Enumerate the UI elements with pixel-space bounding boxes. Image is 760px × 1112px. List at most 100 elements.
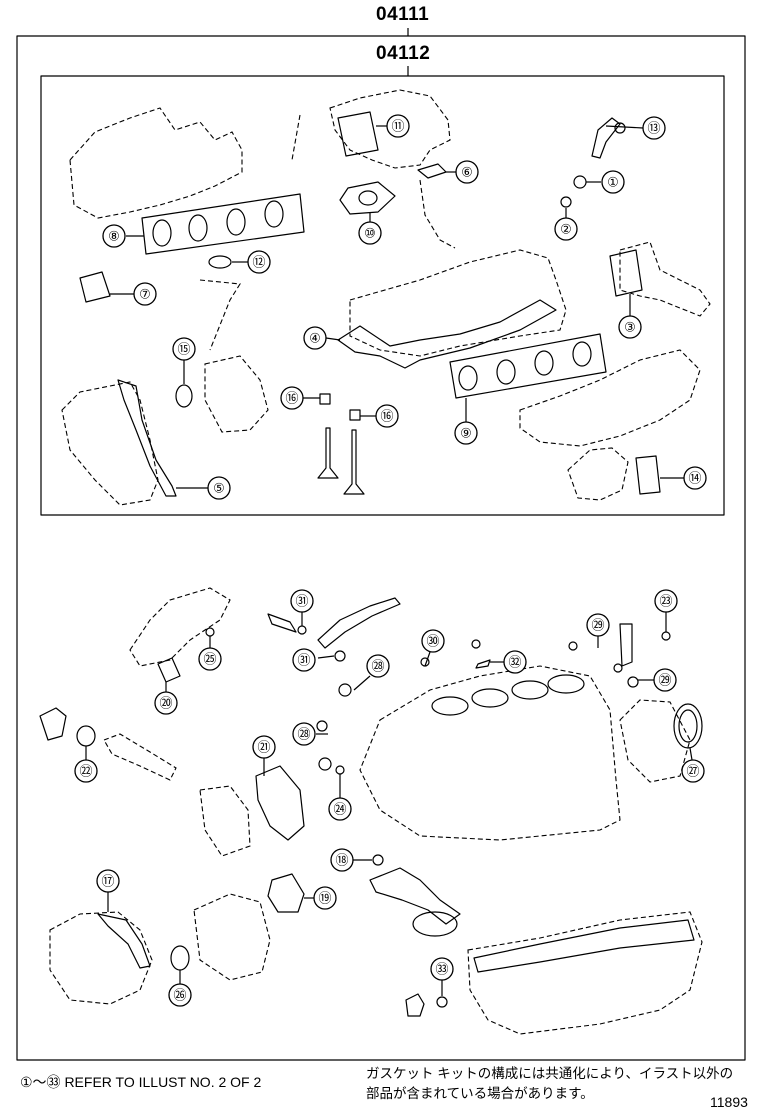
callout-26: ㉖ — [168, 983, 192, 1007]
housing-21-drawing — [199, 785, 251, 857]
callout-25: ㉕ — [198, 647, 222, 671]
callout-28a-label: ㉘ — [371, 659, 384, 674]
callout-10: ⑩ — [358, 221, 382, 245]
callout-23: ㉓ — [654, 589, 678, 613]
outer-kit-frame — [16, 35, 746, 1061]
valve-right-drawing — [343, 429, 365, 495]
callout-28b: ㉘ — [292, 722, 316, 746]
callout-10-label: ⑩ — [364, 226, 376, 241]
callout-25-label: ㉕ — [203, 652, 216, 667]
callout-22: ㉒ — [74, 759, 98, 783]
intake-manifold-drawing — [69, 107, 243, 219]
callout-31b: ㉛ — [292, 648, 316, 672]
callout-1-label: ① — [607, 175, 619, 190]
seal-26-drawing — [170, 945, 190, 971]
lower-timing-cover-drawing — [49, 911, 153, 1005]
turbo-gasket-drawing — [337, 111, 379, 157]
coolant-pipe-drawing — [199, 279, 241, 351]
water-inlet-housing-drawing — [129, 587, 231, 667]
turbo-inlet-line — [291, 114, 301, 161]
head-cover-gasket-drawing — [337, 299, 557, 369]
valve-seal-left-drawing — [319, 393, 331, 405]
water-pump-drawing — [567, 447, 629, 501]
callout-16a-label: ⑯ — [285, 391, 298, 406]
callout-21-label: ㉑ — [257, 740, 270, 755]
callout-31a-label: ㉛ — [295, 594, 308, 609]
callout-9-label: ⑨ — [460, 426, 472, 441]
callout-21: ㉑ — [252, 735, 276, 759]
callout-19-label: ⑲ — [318, 891, 331, 906]
callout-16a: ⑯ — [280, 386, 304, 410]
callout-1: ① — [601, 170, 625, 194]
dipstick-guide-drawing — [317, 597, 401, 649]
seal-22-drawing — [76, 725, 96, 747]
manifold-gasket-right-drawing — [449, 333, 607, 399]
cylinder-head-drawing — [349, 249, 567, 357]
callout-15-label: ⑮ — [177, 342, 190, 357]
manifold-gasket-left-drawing — [141, 193, 305, 255]
callout-17-label: ⑰ — [101, 874, 114, 889]
water-pipe-drawing — [103, 733, 177, 781]
callout-29b-label: ㉙ — [658, 673, 671, 688]
callout-7-label: ⑦ — [139, 287, 151, 302]
callout-30: ㉚ — [421, 629, 445, 653]
inner-kit-code: 04112 — [376, 43, 431, 64]
callout-9: ⑨ — [454, 421, 478, 445]
callout-30-label: ㉚ — [426, 634, 439, 649]
callout-23-label: ㉓ — [659, 594, 672, 609]
gasket-18-drawing — [372, 854, 384, 866]
plug-2-drawing — [560, 196, 572, 208]
callout-3: ③ — [618, 315, 642, 339]
callout-18: ⑱ — [330, 848, 354, 872]
oil-seal-15-drawing — [175, 384, 193, 408]
callout-32-label: ㉜ — [508, 655, 521, 670]
rear-oil-seal-drawing — [673, 703, 703, 749]
callout-29a-label: ㉙ — [591, 618, 604, 633]
callout-7: ⑦ — [133, 282, 157, 306]
callout-28a: ㉘ — [366, 654, 390, 678]
plug-1-drawing — [573, 175, 587, 189]
water-pump-gasket-drawing — [635, 455, 661, 495]
callout-2: ② — [554, 217, 578, 241]
callout-29a: ㉙ — [586, 613, 610, 637]
callout-4-label: ④ — [309, 331, 321, 346]
callout-31a: ㉛ — [290, 589, 314, 613]
small-cover-drawing — [204, 355, 269, 433]
sensor-drawing — [591, 117, 621, 159]
valve-left-drawing — [317, 427, 339, 479]
callout-14-label: ⑭ — [688, 471, 701, 486]
callout-33-label: ㉝ — [435, 962, 448, 977]
callout-12: ⑫ — [247, 250, 271, 274]
callout-20: ⑳ — [154, 691, 178, 715]
japanese-note-line2: 部品が含まれている場合があります。 — [366, 1086, 594, 1101]
callout-22-label: ㉒ — [79, 764, 92, 779]
refer-note: ①～㉝ REFER TO ILLUST NO. 2 OF 2 — [20, 1074, 262, 1090]
japanese-note-line1: ガスケット キットの構成には共通化により、イラスト以外の — [366, 1066, 734, 1081]
callout-3-label: ③ — [624, 320, 636, 335]
callout-8-label: ⑧ — [108, 229, 120, 244]
callout-28b-label: ㉘ — [297, 727, 310, 742]
callout-27-label: ㉗ — [686, 764, 699, 779]
turbo-housing-drawing — [329, 89, 451, 169]
callout-31b-label: ㉛ — [297, 653, 310, 668]
gasket-19-drawing — [267, 873, 305, 913]
gasket-20-drawing — [157, 657, 181, 683]
callout-8: ⑧ — [102, 224, 126, 248]
gasket-7-drawing — [79, 271, 111, 303]
callout-32: ㉜ — [503, 650, 527, 674]
outer-kit-code: 04111 — [376, 4, 430, 25]
bracket-drawing — [39, 707, 67, 741]
callout-5-label: ⑤ — [213, 481, 225, 496]
o-ring-25-drawing — [205, 627, 215, 637]
gasket-21-drawing — [255, 765, 305, 841]
water-outlet-gasket-drawing — [609, 249, 643, 297]
callout-17: ⑰ — [96, 869, 120, 893]
oil-strainer-drawing — [369, 867, 461, 925]
callout-11: ⑪ — [386, 114, 410, 138]
callout-29b: ㉙ — [653, 668, 677, 692]
callout-4: ④ — [303, 326, 327, 350]
valve-seal-right-drawing — [349, 409, 361, 421]
callout-11-label: ⑪ — [391, 119, 404, 134]
callout-5: ⑤ — [207, 476, 231, 500]
leader-lines — [85, 125, 693, 996]
